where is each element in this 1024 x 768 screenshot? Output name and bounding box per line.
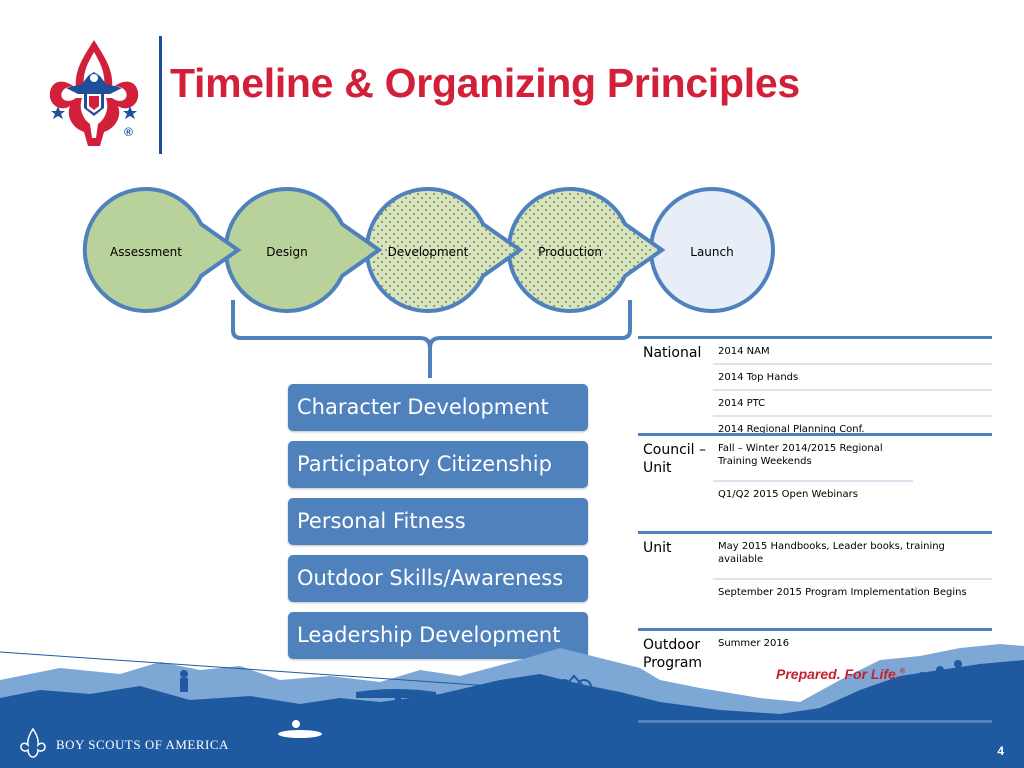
timeline-group-unit: Unit May 2015 Handbooks, Leader books, t… — [638, 531, 992, 628]
timeline-group-council-unit: Council – Unit Fall – Winter 2014/2015 R… — [638, 433, 992, 531]
pillar-outdoor-skills: Outdoor Skills/Awareness — [288, 555, 588, 602]
tagline: Prepared. For Life.® — [776, 666, 905, 682]
phase-label: Launch — [690, 245, 733, 259]
timeline-group-national: National 2014 NAM 2014 Top Hands 2014 PT… — [638, 336, 992, 435]
timeline-group-label: National — [643, 345, 702, 361]
pillar-participatory-citizenship: Participatory Citizenship — [288, 441, 588, 488]
page-title: Timeline & Organizing Principles — [170, 60, 800, 106]
timeline-item: 2014 Top Hands — [713, 365, 992, 391]
pillar-personal-fitness: Personal Fitness — [288, 498, 588, 545]
timeline-group-outdoor-program: Outdoor Program Summer 2016 — [638, 628, 992, 723]
phase-label: Assessment — [110, 245, 182, 259]
pillar-leadership-development: Leadership Development — [288, 612, 588, 659]
timeline-group-label: Council – Unit — [643, 442, 707, 476]
registered-mark-icon: ® — [899, 668, 905, 676]
timeline-item: 2014 NAM — [713, 339, 992, 365]
phase-label: Production — [538, 245, 602, 259]
title-divider — [159, 36, 162, 154]
phase-label: Development — [388, 245, 469, 259]
timeline-table: National 2014 NAM 2014 Top Hands 2014 PT… — [638, 336, 992, 723]
timeline-item: Fall – Winter 2014/2015 Regional Trainin… — [713, 436, 913, 482]
timeline-item: Summer 2016 — [718, 638, 790, 649]
mountain-landscape-icon — [0, 644, 1024, 768]
footer-org-name: BOY SCOUTS OF AMERICA — [56, 737, 229, 752]
fleur-de-lis-logo-icon: ® — [49, 40, 139, 146]
timeline-item: May 2015 Handbooks, Leader books, traini… — [713, 534, 992, 580]
registered-mark-icon: ® — [124, 125, 133, 139]
page-number: 4 — [997, 744, 1004, 758]
zipline-icon — [180, 670, 188, 692]
pillar-character-development: Character Development — [288, 384, 588, 431]
timeline-item: 2014 Regional Planning Conf. — [718, 424, 865, 435]
timeline-item: Q1/Q2 2015 Open Webinars — [718, 489, 858, 500]
cyclist-icon — [556, 674, 592, 695]
timeline-item: September 2015 Program Implementation Be… — [718, 587, 967, 598]
phase-label: Design — [266, 245, 307, 259]
timeline-item: 2014 PTC — [713, 391, 992, 417]
timeline-group-label: Unit — [643, 540, 672, 556]
tagline-text: Prepared. For Life. — [776, 666, 900, 682]
kayaker-icon — [278, 720, 322, 738]
hikers-icon — [918, 660, 962, 710]
fleur-de-lis-logo-icon — [20, 728, 46, 758]
timeline-group-label: Outdoor Program — [643, 637, 703, 671]
